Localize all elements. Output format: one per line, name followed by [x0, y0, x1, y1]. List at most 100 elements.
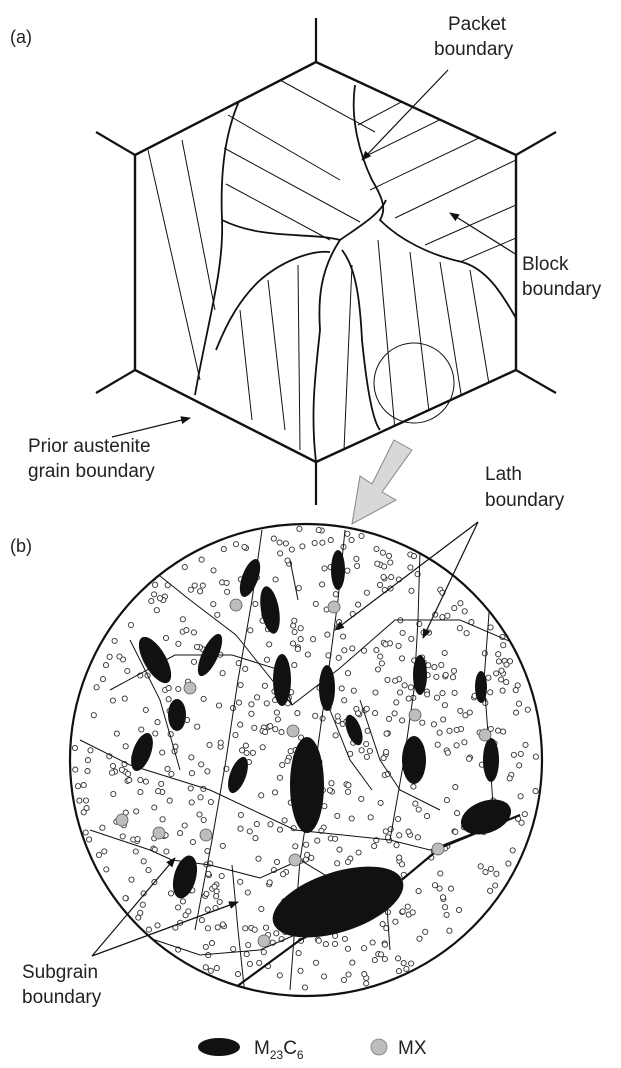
fine-dot	[522, 812, 527, 817]
fine-dot	[291, 623, 296, 628]
fine-dot	[149, 599, 154, 604]
fine-dot	[322, 566, 327, 571]
fine-dot	[404, 966, 409, 971]
fine-dot	[146, 868, 151, 873]
fine-dot	[350, 646, 355, 651]
fine-dot	[382, 564, 387, 569]
fine-dot	[462, 609, 467, 614]
fine-dot	[261, 950, 266, 955]
fine-dot	[277, 540, 282, 545]
fine-dot	[138, 777, 143, 782]
fine-dot	[94, 685, 99, 690]
fine-dot	[180, 617, 185, 622]
fine-dot	[350, 960, 355, 965]
fine-dot	[496, 728, 501, 733]
fine-dot	[122, 696, 127, 701]
fine-dot	[102, 849, 107, 854]
fine-dot	[194, 644, 199, 649]
fine-dot	[488, 866, 493, 871]
fine-dot	[442, 703, 447, 708]
fine-dot	[443, 905, 448, 910]
fine-dot	[494, 671, 499, 676]
fine-dot	[438, 871, 443, 876]
fine-dot	[176, 641, 181, 646]
fine-dot	[323, 942, 328, 947]
fine-dot	[205, 926, 210, 931]
fine-dot	[139, 727, 144, 732]
fine-dot	[339, 686, 344, 691]
fine-dot	[378, 800, 383, 805]
fine-dot	[205, 769, 210, 774]
fine-dot	[247, 829, 252, 834]
fine-dot	[355, 563, 360, 568]
fine-dot	[231, 946, 236, 951]
prior-austenite-grain	[96, 18, 556, 505]
fine-dot	[252, 725, 257, 730]
fine-dot	[511, 752, 516, 757]
fine-dot	[111, 791, 116, 796]
fine-dot	[423, 929, 428, 934]
fine-dot	[311, 637, 316, 642]
fine-dot	[211, 568, 216, 573]
fine-dot	[305, 652, 310, 657]
fine-dot	[368, 815, 373, 820]
fine-dot	[279, 730, 284, 735]
fine-dot	[514, 710, 519, 715]
fine-dot	[85, 769, 90, 774]
fine-dot	[448, 886, 453, 891]
fine-dot	[364, 981, 369, 986]
fine-dot	[336, 655, 341, 660]
fine-dot	[416, 889, 421, 894]
legend: M23C6 MX	[198, 1038, 427, 1062]
fine-dot	[273, 727, 278, 732]
fine-dot	[399, 862, 404, 867]
fine-dot	[277, 775, 282, 780]
fine-dot	[304, 842, 309, 847]
fine-dot	[394, 843, 399, 848]
fine-dot	[454, 727, 459, 732]
fine-dot	[256, 856, 261, 861]
fine-dot	[88, 748, 93, 753]
fine-dot	[190, 839, 195, 844]
fine-dot	[87, 837, 92, 842]
fine-dot	[134, 809, 139, 814]
fine-dot	[374, 648, 379, 653]
fine-dot	[259, 793, 264, 798]
packet-boundary-label-line2: boundary	[434, 39, 514, 60]
fine-dot	[220, 922, 225, 927]
fine-dot	[255, 695, 260, 700]
fine-dot	[500, 688, 505, 693]
fine-dot	[356, 711, 361, 716]
fine-dot	[440, 895, 445, 900]
fine-dot	[165, 766, 170, 771]
fine-dot	[409, 961, 414, 966]
fine-dot	[452, 690, 457, 695]
fine-dot	[382, 942, 387, 947]
fine-dot	[396, 643, 401, 648]
fine-dot	[373, 690, 378, 695]
fine-dot	[259, 906, 264, 911]
fine-dot	[342, 936, 347, 941]
fine-dot	[182, 565, 187, 570]
fine-dot	[135, 836, 140, 841]
fine-dot	[77, 798, 82, 803]
fine-dot	[362, 946, 367, 951]
fine-dot	[442, 650, 447, 655]
fine-dot	[233, 542, 238, 547]
prior-austenite-label-line2: grain boundary	[28, 461, 155, 482]
fine-dot	[153, 582, 158, 587]
fine-dot	[249, 702, 254, 707]
fine-dot	[325, 632, 330, 637]
fine-dot	[493, 883, 498, 888]
fine-dot	[153, 731, 158, 736]
fine-dot	[290, 641, 295, 646]
fine-dot	[320, 716, 325, 721]
fine-dot	[238, 682, 243, 687]
fine-dot	[364, 754, 369, 759]
fine-dot	[399, 656, 404, 661]
fine-dot	[188, 587, 193, 592]
fine-dot	[192, 583, 197, 588]
fine-dot	[216, 703, 221, 708]
fine-dot	[415, 835, 420, 840]
